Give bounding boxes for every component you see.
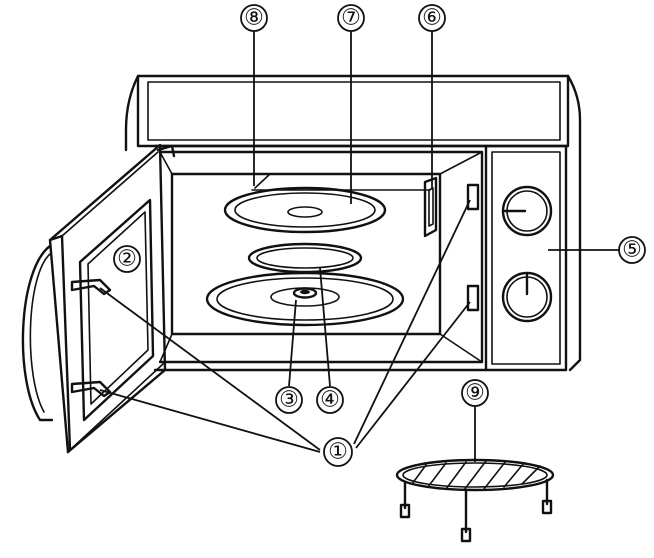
glass-tray [223, 186, 387, 234]
roller-ring [247, 242, 363, 274]
callout-5: ⑤ [618, 236, 646, 264]
control-panel [484, 144, 568, 372]
door-viewing-window [78, 198, 155, 422]
callout-4: ④ [316, 386, 344, 414]
power-knob [501, 271, 553, 323]
callout-4-label: ④ [320, 388, 340, 413]
door-lock-slot-lower [466, 284, 480, 312]
callout-6: ⑥ [418, 4, 446, 32]
microwave-door [21, 143, 176, 454]
oven-cavity [158, 150, 484, 364]
callout-8: ⑧ [240, 4, 268, 32]
callout-3-label: ③ [279, 388, 299, 413]
door-latch-lower [70, 380, 112, 398]
callout-7-label: ⑦ [341, 6, 361, 31]
callout-5-label: ⑤ [622, 238, 642, 263]
turntable-floor [205, 271, 405, 327]
callout-1: ① [323, 437, 353, 467]
callout-6-label: ⑥ [422, 6, 442, 31]
wave-guide [423, 176, 438, 238]
shaft [292, 287, 318, 299]
door-handle [21, 244, 54, 422]
callout-2: ② [113, 245, 141, 273]
microwave-cabinet [124, 74, 582, 372]
callout-8-label: ⑧ [244, 6, 264, 31]
door-lock-slot-upper [466, 183, 480, 211]
callout-3: ③ [275, 386, 303, 414]
callout-9: ⑨ [461, 379, 489, 407]
timer-knob [501, 185, 553, 237]
callout-2-label: ② [117, 247, 137, 272]
callout-7: ⑦ [337, 4, 365, 32]
leader-lines [99, 30, 622, 462]
callout-9-label: ⑨ [465, 381, 485, 406]
grill-rack [395, 458, 555, 543]
door-latch-upper [70, 278, 112, 296]
callout-1-label: ① [328, 440, 348, 465]
